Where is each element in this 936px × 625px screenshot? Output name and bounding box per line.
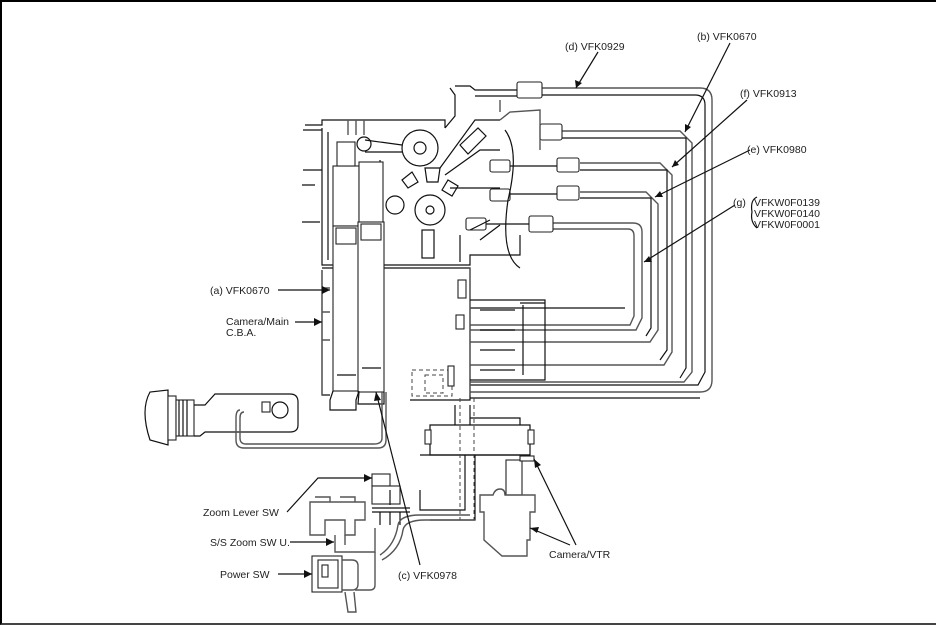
label-e-vfk0980: (e) VFK0980 xyxy=(747,144,807,156)
label-g-prefix: (g) xyxy=(733,197,746,209)
camera-vtr-board xyxy=(420,398,534,520)
cable-g-vfkw0f xyxy=(470,223,642,330)
label-c-vfk0978: (c) VFK0978 xyxy=(398,570,457,582)
label-g-part-3: VFKW0F0001 xyxy=(754,219,820,231)
flex-a-vfk0670 xyxy=(322,142,384,410)
label-power-sw: Power SW xyxy=(220,569,270,581)
cable-connectors xyxy=(455,82,579,232)
label-f-vfk0913: (f) VFK0913 xyxy=(740,88,797,100)
cable-c-vfk0978 xyxy=(380,515,475,560)
label-camera-main-line2: C.B.A. xyxy=(226,327,256,339)
camera-vtr-unit xyxy=(480,456,535,556)
label-camera-vtr: Camera/VTR xyxy=(549,549,611,561)
label-zoom-lever-sw: Zoom Lever SW xyxy=(203,507,279,519)
power-sw xyxy=(312,556,358,612)
cable-e-vfk0980 xyxy=(470,192,658,342)
label-a-vfk0670: (a) VFK0670 xyxy=(210,285,270,297)
viewfinder xyxy=(145,390,386,448)
label-b-vfk0670: (b) VFK0670 xyxy=(697,31,757,43)
label-d-vfk0929: (d) VFK0929 xyxy=(565,41,625,53)
label-ss-zoom-sw: S/S Zoom SW U. xyxy=(210,537,290,549)
